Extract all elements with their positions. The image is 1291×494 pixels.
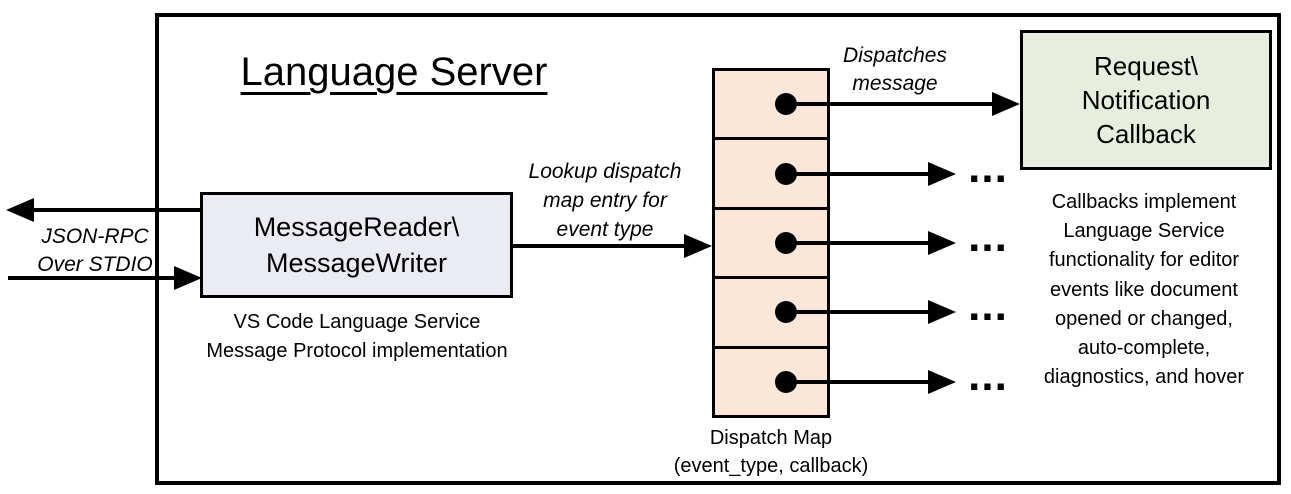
dispatch-map bbox=[712, 68, 830, 418]
dispatch-map-cell bbox=[715, 349, 827, 415]
lookup-dispatch-label: Lookup dispatch map entry for event type bbox=[528, 160, 682, 241]
dispatch-map-cell bbox=[715, 279, 827, 349]
dispatch-map-cell bbox=[715, 210, 827, 280]
message-reader-writer-box: MessageReader\ MessageWriter bbox=[200, 192, 513, 298]
callbacks-note: Callbacks implement Language Service fun… bbox=[1043, 191, 1245, 389]
dispatch-map-caption: Dispatch Map (event_type, callback) bbox=[673, 427, 869, 477]
language-server-boundary bbox=[155, 13, 1281, 485]
ellipsis-more-callbacks: ... bbox=[968, 351, 1008, 400]
dispatch-map-cell bbox=[715, 140, 827, 210]
json-rpc-stdio-label: JSON-RPC Over STDIO bbox=[37, 225, 153, 276]
ellipsis-more-callbacks: ... bbox=[968, 143, 1008, 192]
message-box-caption: VS Code Language Service Message Protoco… bbox=[206, 311, 508, 362]
dispatches-message-label: Dispatches message bbox=[843, 44, 947, 95]
diagram-title: Language Server bbox=[240, 50, 548, 94]
request-notification-callback-box: Request\ Notification Callback bbox=[1020, 30, 1272, 170]
ellipsis-more-callbacks: ... bbox=[968, 212, 1008, 261]
ellipsis-more-callbacks: ... bbox=[968, 281, 1008, 330]
dispatch-map-cell bbox=[715, 71, 827, 141]
arrow-json-rpc-out-head-icon bbox=[6, 198, 34, 222]
